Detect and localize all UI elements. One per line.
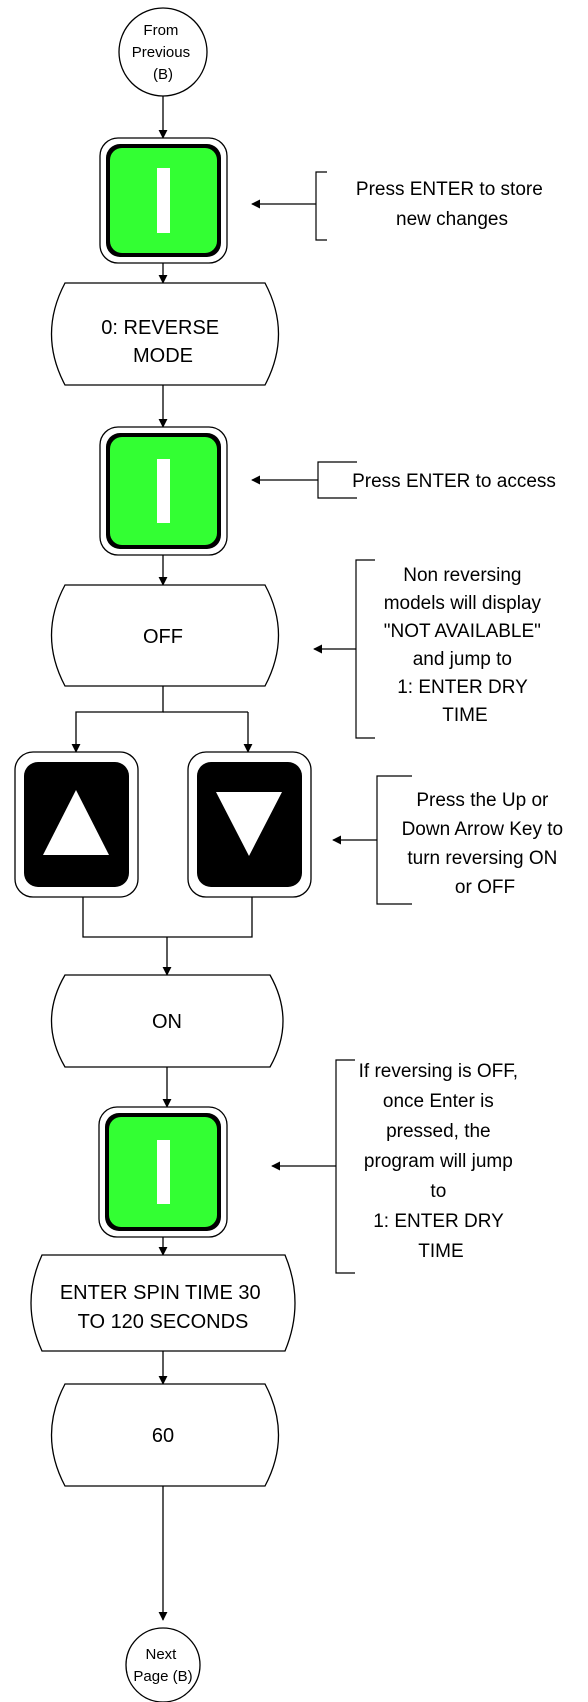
start-connector-label: From Previous (B) — [132, 22, 195, 83]
annotation-reversing-off-text: If reversing is OFF, once Enter is press… — [359, 1061, 524, 1262]
enter-key-bar-icon — [157, 1140, 170, 1204]
display-on-text: ON — [152, 1011, 182, 1033]
flow-arrow-off-to-up — [71, 686, 164, 753]
display-reverse-mode-text: 0: REVERSE MODE — [101, 317, 224, 367]
end-connector-label: Next Page (B) — [133, 1646, 192, 1685]
end-connector — [125, 1627, 201, 1702]
up-arrow-icon — [43, 790, 109, 855]
display-60 — [50, 1383, 280, 1487]
annotation-store-changes: Press ENTER to store new changes — [251, 171, 548, 241]
display-spin-time — [30, 1254, 296, 1352]
enter-key-3 — [98, 1106, 228, 1238]
annotation-store-changes-text: Press ENTER to store new changes — [356, 179, 548, 230]
flow-connectors — [71, 96, 253, 1621]
display-spin-time-text: ENTER SPIN TIME 30 TO 120 SECONDS — [60, 1282, 266, 1333]
down-arrow-key — [187, 751, 312, 898]
display-off-text: OFF — [143, 626, 183, 648]
start-connector — [118, 7, 208, 97]
enter-key-2 — [99, 426, 228, 556]
annotation-access-text: Press ENTER to access — [352, 471, 556, 492]
down-arrow-icon — [216, 792, 282, 856]
enter-key-bar-icon — [157, 168, 170, 233]
display-60-text: 60 — [152, 1425, 174, 1447]
flow-line-merge — [82, 897, 253, 938]
annotation-access: Press ENTER to access — [251, 461, 556, 499]
enter-key-bar-icon — [157, 459, 170, 523]
enter-key-1 — [99, 137, 228, 264]
annotation-reversing-off: If reversing is OFF, once Enter is press… — [271, 1059, 524, 1274]
up-arrow-key — [14, 751, 139, 898]
display-off — [50, 584, 280, 687]
display-reverse-mode — [50, 282, 280, 386]
display-on — [50, 974, 284, 1068]
annotation-non-reversing: Non reversing models will display "NOT A… — [313, 559, 547, 739]
annotation-arrow-keys: Press the Up or Down Arrow Key to turn r… — [332, 775, 569, 905]
annotation-arrow-keys-text: Press the Up or Down Arrow Key to turn r… — [402, 790, 569, 898]
annotation-non-reversing-text: Non reversing models will display "NOT A… — [384, 565, 547, 726]
